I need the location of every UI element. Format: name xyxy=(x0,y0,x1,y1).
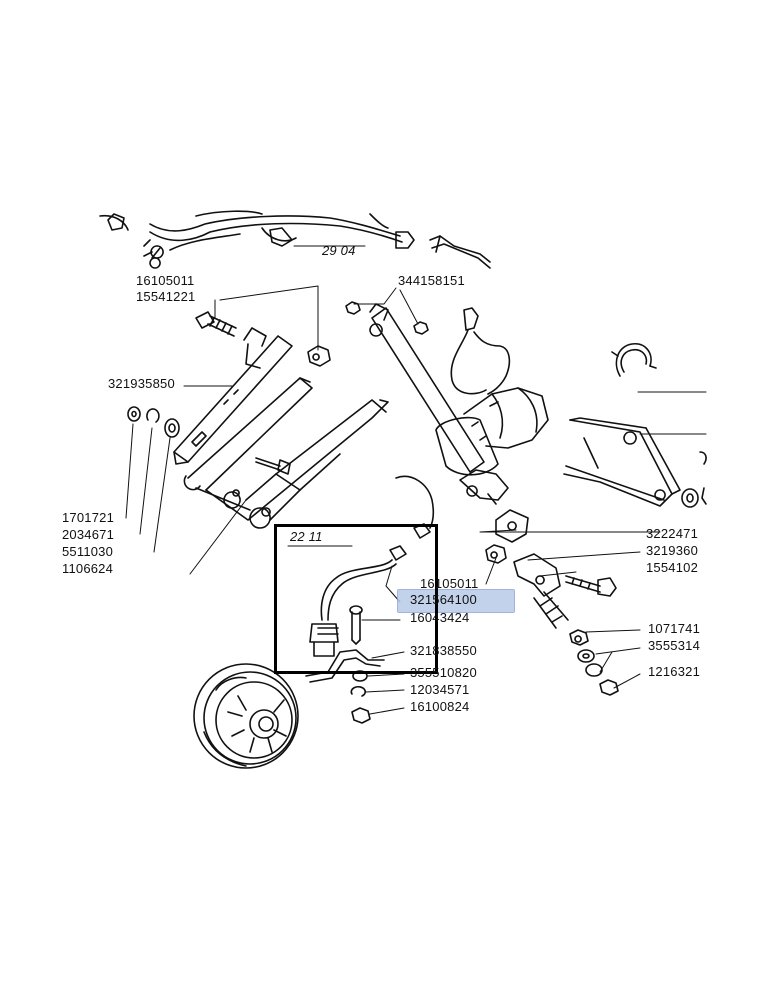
part-label-2034671[interactable]: 2034671 xyxy=(62,527,115,542)
washer-2034671 xyxy=(146,408,160,423)
washer-12034571 xyxy=(350,686,367,697)
actuator-assembly xyxy=(369,303,549,505)
bracket-321935850 xyxy=(173,327,293,465)
ref-label-box: 22 11 xyxy=(290,529,323,544)
bracket-3219360 xyxy=(513,553,569,629)
part-label-1554102[interactable]: 1554102 xyxy=(646,560,699,575)
nut-344158151-a xyxy=(345,301,361,315)
part-label-321564100[interactable]: 321564100 xyxy=(410,592,477,607)
part-label-16100824[interactable]: 16100824 xyxy=(410,699,470,714)
switch-assembly xyxy=(309,475,435,657)
wiring-harness xyxy=(99,210,491,269)
nut-344158151-b xyxy=(413,321,429,335)
screw-16043424 xyxy=(349,605,363,645)
nut-1071741 xyxy=(569,629,589,646)
washer-1701721 xyxy=(127,406,141,422)
highlight-321564100 xyxy=(397,589,515,613)
bolt-1554102 xyxy=(565,575,617,597)
leader-lines xyxy=(125,245,707,715)
part-label-3222471[interactable]: 3222471 xyxy=(646,526,699,541)
nut-16105011 xyxy=(307,345,331,367)
nut-16100824 xyxy=(351,707,371,724)
part-label-344158151[interactable]: 344158151 xyxy=(398,273,465,288)
part-label-321838550[interactable]: 321838550 xyxy=(410,643,477,658)
part-label-5511030[interactable]: 5511030 xyxy=(62,544,114,559)
pulley xyxy=(193,663,299,769)
part-label-1701721[interactable]: 1701721 xyxy=(62,510,115,525)
part-label-355510820[interactable]: 355510820 xyxy=(410,665,477,680)
screw-arm xyxy=(255,457,291,475)
part-label-1106624[interactable]: 1106624 xyxy=(62,561,114,576)
nut-1216321 xyxy=(599,679,619,696)
lever-arm xyxy=(183,377,389,529)
part-label-3219360[interactable]: 3219360 xyxy=(646,543,699,558)
part-label-15541221[interactable]: 15541221 xyxy=(136,289,196,304)
part-label-12034571[interactable]: 12034571 xyxy=(410,682,470,697)
ref-label-top: 29 04 xyxy=(322,243,356,258)
part-label-1071741[interactable]: 1071741 xyxy=(648,621,701,636)
part-label-321935850[interactable]: 321935850 xyxy=(108,376,175,391)
wire-loop xyxy=(450,307,511,395)
part-label-16105011-b[interactable]: 16105011 xyxy=(420,576,479,591)
washer-right-edge xyxy=(681,451,707,508)
washer-3555314 xyxy=(577,649,603,677)
part-label-16043424[interactable]: 16043424 xyxy=(410,610,470,625)
part-label-3555314[interactable]: 3555314 xyxy=(648,638,701,653)
bolt-15541221 xyxy=(195,311,237,337)
bracket-right xyxy=(563,417,681,507)
plate-3222471 xyxy=(495,509,529,543)
washer-5511030 xyxy=(164,418,180,438)
nut-16105011-b xyxy=(485,544,507,564)
part-label-16105011-a[interactable]: 16105011 xyxy=(136,273,195,288)
spring-clip xyxy=(611,343,657,377)
detail-box-frame xyxy=(274,524,438,674)
part-label-1216321[interactable]: 1216321 xyxy=(648,664,701,679)
